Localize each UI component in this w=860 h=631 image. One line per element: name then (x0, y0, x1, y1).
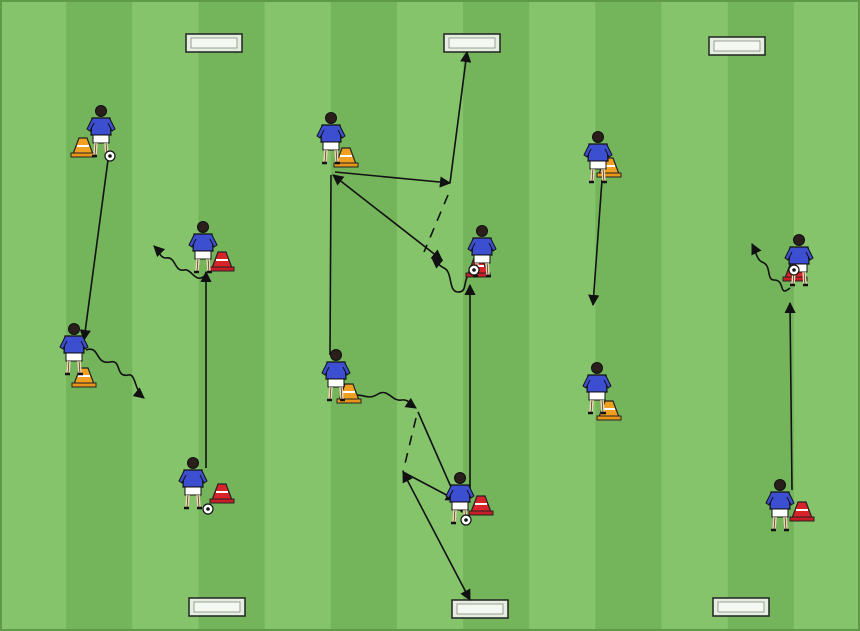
grass-stripe (397, 0, 464, 631)
goal-bottom-left (189, 598, 245, 616)
goal-bottom-center (452, 600, 508, 618)
goal-top-center (444, 34, 500, 52)
ball-b3 (469, 265, 479, 275)
grass-stripe (331, 0, 398, 631)
ball-a1 (105, 151, 115, 161)
grass-stripe (66, 0, 133, 631)
ball-a4 (203, 504, 213, 514)
ball-d1 (789, 265, 799, 275)
goal-top-left (186, 34, 242, 52)
grass-stripe (728, 0, 795, 631)
grass-stripe (595, 0, 662, 631)
grass-stripe (529, 0, 596, 631)
grass-stripe (794, 0, 860, 631)
grass-stripe (265, 0, 332, 631)
grass-stripe (463, 0, 530, 631)
pass-line-b7 (330, 175, 331, 355)
ball-b4 (461, 515, 471, 525)
grass-stripe (662, 0, 729, 631)
grass-stripe (0, 0, 67, 631)
grass-stripe (198, 0, 265, 631)
goal-bottom-right (713, 598, 769, 616)
goal-top-right (709, 37, 765, 55)
grass-stripe (132, 0, 199, 631)
